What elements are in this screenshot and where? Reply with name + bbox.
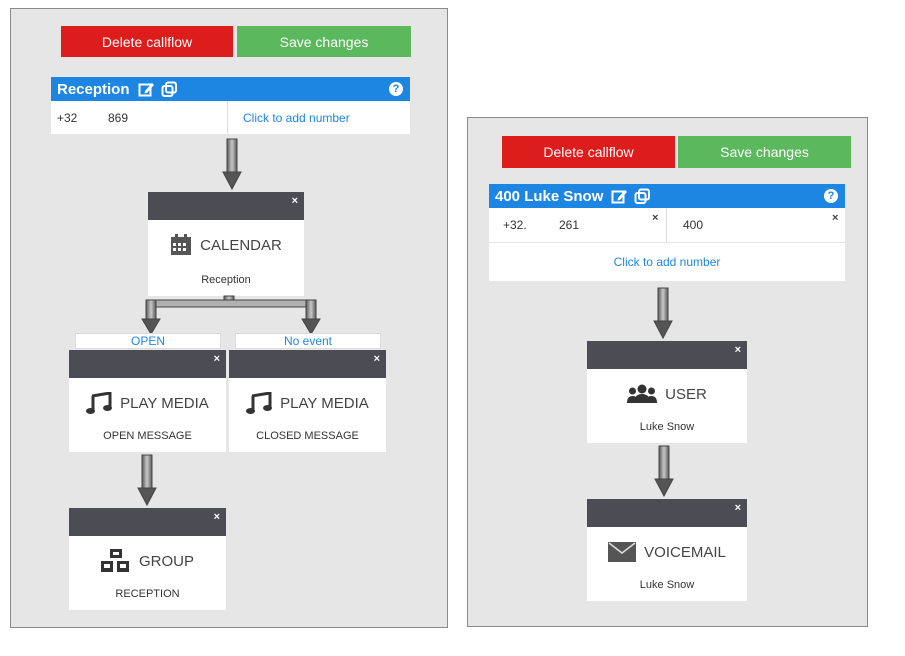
edit-icon[interactable]: [611, 188, 628, 205]
callflow-title: 400 Luke Snow: [495, 187, 604, 205]
delete-callflow-button[interactable]: Delete callflow: [502, 136, 675, 168]
edit-icon[interactable]: [138, 81, 155, 98]
callflow-panel-reception: Delete callflow Save changes Reception ?…: [10, 8, 448, 628]
save-changes-button[interactable]: Save changes: [237, 26, 411, 57]
close-icon[interactable]: ×: [734, 344, 741, 356]
node-subtitle: Reception: [201, 274, 251, 286]
close-icon[interactable]: ×: [734, 502, 741, 514]
play-media-node-open[interactable]: × PLAY MEDIA OPEN MESSAGE: [69, 350, 226, 452]
music-note-icon: [246, 392, 273, 414]
group-icon: [100, 549, 131, 573]
group-node[interactable]: × GROUP RECEPTION: [69, 508, 226, 610]
number-row: +32. 261 × 400 ×: [489, 208, 845, 242]
extension-number: 400: [683, 218, 704, 232]
duplicate-icon[interactable]: [161, 81, 178, 98]
number-row: +32 869 Click to add number: [51, 101, 410, 134]
close-icon[interactable]: ×: [213, 353, 220, 365]
node-subtitle: CLOSED MESSAGE: [256, 430, 359, 442]
divider: [666, 208, 667, 242]
node-subtitle: Luke Snow: [639, 579, 695, 591]
voicemail-node[interactable]: × VOICEMAIL Luke Snow: [587, 499, 747, 601]
callflow-panel-luke-snow: Delete callflow Save changes 400 Luke Sn…: [467, 117, 868, 627]
flow-arrow: [653, 287, 673, 340]
users-icon: [627, 384, 658, 404]
envelope-icon: [608, 542, 637, 562]
calendar-node[interactable]: × CALENDAR Reception: [148, 192, 304, 296]
delete-callflow-button[interactable]: Delete callflow: [61, 26, 233, 57]
country-code: +32.: [503, 218, 527, 232]
close-icon[interactable]: ×: [213, 511, 220, 523]
node-title: VOICEMAIL: [644, 543, 726, 561]
help-icon[interactable]: ?: [389, 82, 403, 96]
flow-arrow: [222, 138, 242, 191]
remove-extension-icon[interactable]: ×: [832, 212, 839, 224]
phone-number: 261: [559, 218, 580, 232]
duplicate-icon[interactable]: [634, 188, 651, 205]
help-icon[interactable]: ?: [824, 189, 838, 203]
add-number-row: Click to add number: [489, 242, 845, 281]
node-subtitle: Luke Snow: [639, 421, 695, 433]
music-note-icon: [86, 392, 113, 414]
node-title: USER: [665, 385, 707, 403]
branch-arrows: [141, 295, 321, 335]
remove-number-icon[interactable]: ×: [652, 212, 659, 224]
play-media-node-closed[interactable]: × PLAY MEDIA CLOSED MESSAGE: [229, 350, 386, 452]
node-title: GROUP: [138, 552, 194, 570]
node-subtitle: OPEN MESSAGE: [103, 430, 192, 442]
branch-label-open[interactable]: OPEN: [75, 333, 221, 349]
node-title: CALENDAR: [200, 236, 282, 254]
add-number-link[interactable]: Click to add number: [613, 255, 721, 269]
close-icon[interactable]: ×: [291, 195, 298, 207]
divider: [227, 101, 228, 134]
callflow-header: 400 Luke Snow ?: [489, 184, 845, 208]
flow-arrow: [137, 454, 157, 507]
add-number-link[interactable]: Click to add number: [243, 110, 350, 125]
callflow-title: Reception: [57, 80, 130, 98]
close-icon[interactable]: ×: [373, 353, 380, 365]
node-subtitle: RECEPTION: [115, 588, 180, 600]
calendar-icon: [170, 234, 192, 256]
callflow-header: Reception ?: [51, 77, 410, 101]
node-title: PLAY MEDIA: [120, 394, 209, 412]
flow-arrow: [654, 445, 674, 498]
phone-number: 869: [108, 110, 129, 125]
country-code: +32: [57, 110, 78, 125]
user-node[interactable]: × USER Luke Snow: [587, 341, 747, 443]
node-title: PLAY MEDIA: [280, 394, 369, 412]
save-changes-button[interactable]: Save changes: [678, 136, 851, 168]
branch-label-no-event[interactable]: No event: [235, 333, 381, 349]
